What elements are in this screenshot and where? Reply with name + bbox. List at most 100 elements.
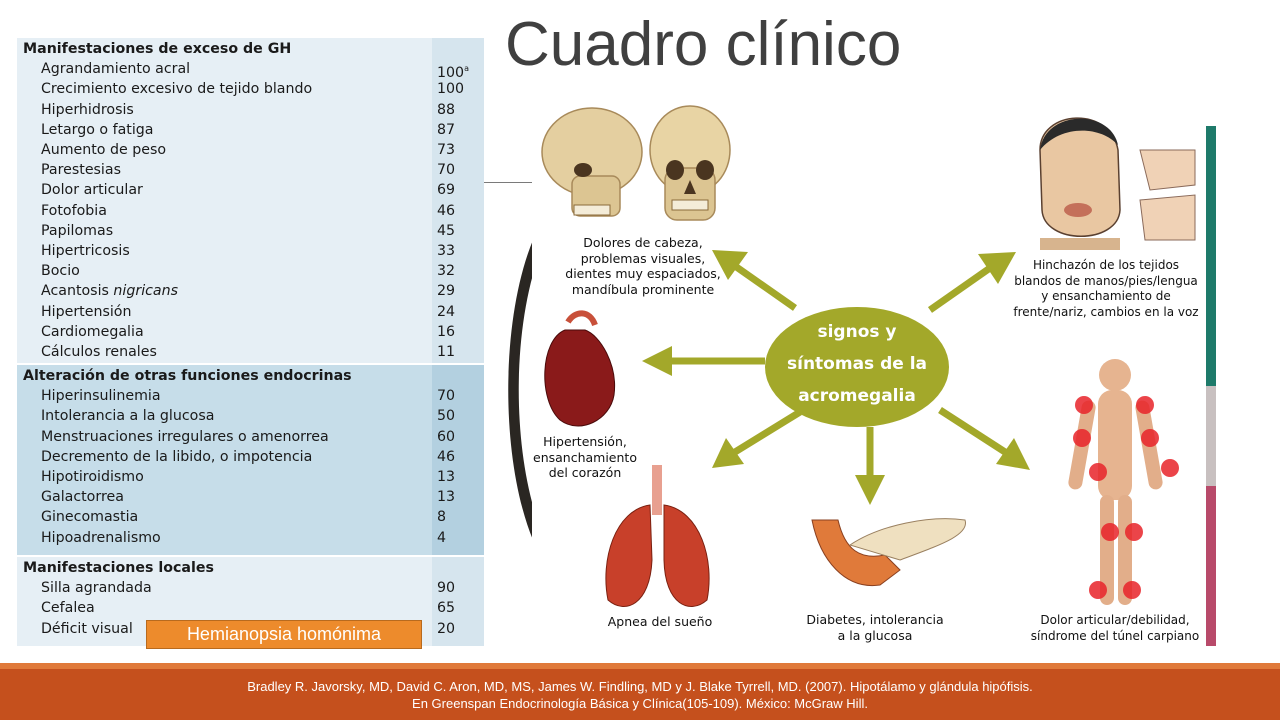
row-value: 33 bbox=[437, 243, 456, 259]
lungs-icon bbox=[605, 465, 710, 607]
row-value: 73 bbox=[437, 142, 456, 158]
table-row: Hiperhidrosis 88 bbox=[17, 100, 484, 120]
heart-icon bbox=[544, 310, 616, 427]
row-label: Aumento de peso bbox=[41, 142, 167, 158]
table-row: Ginecomastia 8 bbox=[17, 507, 484, 527]
row-value: 29 bbox=[437, 283, 456, 300]
row-value: 13 bbox=[437, 489, 456, 506]
arrow-head-skull bbox=[712, 250, 748, 280]
row-value: 60 bbox=[437, 428, 456, 445]
section-heading: Manifestaciones de exceso de GH bbox=[23, 41, 292, 57]
row-value: 100 bbox=[437, 81, 465, 98]
row-label: Bocio bbox=[41, 263, 80, 280]
row-value: 8 bbox=[437, 509, 447, 526]
row-label: Ginecomastia bbox=[41, 509, 139, 526]
row-value: 11 bbox=[437, 344, 456, 360]
row-value: 70 bbox=[437, 162, 456, 179]
table-row: Intolerancia a la glucosa 50 bbox=[17, 406, 484, 426]
row-label: Galactorrea bbox=[41, 489, 124, 506]
caption-pancreas: Diabetes, intolerancia a la glucosa bbox=[806, 612, 944, 643]
table-row: Silla agrandada 90 bbox=[17, 578, 484, 598]
face-icon bbox=[1039, 117, 1121, 250]
row-value: 32 bbox=[437, 263, 456, 280]
row-value: 87 bbox=[437, 121, 456, 138]
partial-photo-edge bbox=[508, 240, 545, 540]
side-photo-strip bbox=[1206, 126, 1216, 646]
hub-ellipse bbox=[765, 307, 949, 427]
acromegaly-manifestations-table: Manifestaciones de exceso de GH Agrandami… bbox=[17, 38, 484, 646]
row-label: Hipoadrenalismo bbox=[41, 529, 161, 546]
table-row: Crecimiento excesivo de tejido blando 100 bbox=[17, 79, 484, 99]
row-value: 46 bbox=[437, 448, 456, 465]
row-label: Hiperinsulinemia bbox=[41, 388, 161, 405]
caption-heart: Hipertensión, ensanchamiento del corazón bbox=[533, 434, 637, 480]
slide-title: Cuadro clínico bbox=[505, 10, 902, 79]
row-label: Menstruaciones irregulares o amenorrea bbox=[41, 428, 329, 445]
caption-face: Hinchazón de los tejidos blandos de mano… bbox=[1013, 258, 1199, 319]
table-row: Menstruaciones irregulares o amenorrea 60 bbox=[17, 427, 484, 447]
row-label: Papilomas bbox=[41, 222, 114, 239]
table-row: Decremento de la libido, o impotencia 46 bbox=[17, 447, 484, 467]
caption-body: Dolor articular/debilidad, síndrome del … bbox=[1030, 613, 1200, 643]
row-label: Intolerancia a la glucosa bbox=[41, 408, 215, 425]
arrows bbox=[642, 250, 1030, 505]
row-label: Hipotiroidismo bbox=[41, 469, 144, 485]
row-value: 24 bbox=[437, 303, 456, 320]
table-row: Hipertricosis 33 bbox=[17, 241, 484, 261]
row-value: 65 bbox=[437, 600, 456, 617]
row-label: Hipertricosis bbox=[41, 243, 130, 259]
row-label: Hiperhidrosis bbox=[41, 101, 134, 118]
row-label: Decremento de la libido, o impotencia bbox=[41, 448, 313, 465]
table-row: Galactorrea 13 bbox=[17, 487, 484, 507]
section-heading: Manifestaciones locales bbox=[23, 560, 214, 576]
table-row: Agrandamiento acral 100a bbox=[17, 59, 484, 81]
table-row: Hipotiroidismo 13 bbox=[17, 467, 484, 487]
row-label: Crecimiento excesivo de tejido blando bbox=[41, 81, 313, 98]
arrow-head-lungs bbox=[712, 438, 744, 468]
table-row: Cálculos renales 11 bbox=[17, 342, 484, 362]
row-label: Cálculos renales bbox=[41, 344, 157, 360]
arrow-head-face bbox=[978, 252, 1016, 284]
body-icon bbox=[1068, 359, 1179, 605]
callout-hemianopsia: Hemianopsia homónima bbox=[146, 620, 422, 649]
caption-lungs: Apnea del sueño bbox=[607, 614, 713, 629]
table-row: Letargo o fatiga 87 bbox=[17, 120, 484, 140]
row-label: Agrandamiento acral bbox=[41, 61, 191, 78]
row-label: Dolor articular bbox=[41, 182, 143, 199]
row-label: Hipertensión bbox=[41, 303, 132, 320]
row-label: Silla agrandada bbox=[41, 580, 152, 597]
row-label: Fotofobia bbox=[41, 202, 107, 219]
skull-icon bbox=[541, 105, 731, 221]
row-value: 88 bbox=[437, 101, 456, 118]
row-label: Letargo o fatiga bbox=[41, 121, 154, 138]
hub-line-1: signos y bbox=[817, 322, 897, 342]
diagram-illustrations bbox=[541, 105, 1196, 607]
row-label: Acantosis nigricans bbox=[41, 283, 179, 300]
table-row: Bocio 32 bbox=[17, 261, 484, 281]
section-endocrine bbox=[17, 365, 484, 555]
row-value: 16 bbox=[437, 323, 456, 340]
section-gh-excess bbox=[17, 38, 484, 363]
row-value: 90 bbox=[437, 580, 456, 597]
row-value: 50 bbox=[437, 408, 456, 425]
table-row: Hipertensión 24 bbox=[17, 302, 484, 322]
citation-line-1: Bradley R. Javorsky, MD, David C. Aron, … bbox=[247, 679, 1033, 694]
table-row: Acantosis nigricans 29 bbox=[17, 281, 484, 301]
row-value: 13 bbox=[437, 469, 456, 485]
hub-label: signos y síntomas de la acromegalia bbox=[765, 316, 949, 412]
hub-line-2: síntomas de la bbox=[787, 354, 927, 374]
footer-accent-line bbox=[0, 663, 1280, 669]
caption-skull: Dolores de cabeza, problemas visuales, d… bbox=[565, 235, 721, 297]
divider-line bbox=[484, 182, 532, 183]
hub-line-3: acromegalia bbox=[798, 386, 916, 406]
arrow-head-heart bbox=[642, 346, 672, 376]
row-value: 100a bbox=[437, 64, 469, 82]
arrow-head-pancreas bbox=[855, 475, 885, 505]
